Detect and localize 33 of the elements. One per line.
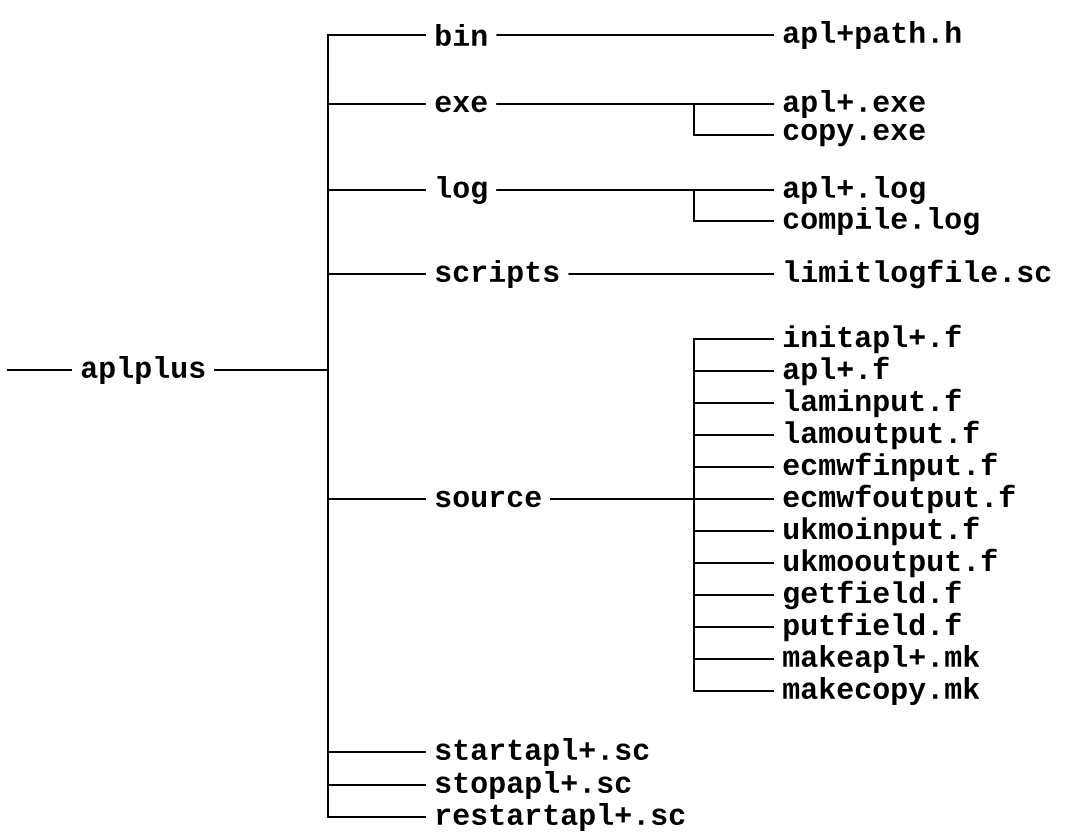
tree-connector <box>549 498 775 692</box>
folder-name: exe <box>435 95 487 113</box>
file-name: initapl+.f <box>783 324 961 354</box>
folder-name: log <box>437 175 487 205</box>
folder-name: bin <box>436 24 487 46</box>
file-name: makeapl+.mk <box>783 645 980 673</box>
file-name: ukmooutput.f <box>784 548 997 578</box>
file-name: ecmwfinput.f <box>783 452 997 482</box>
tree-connector <box>495 34 775 36</box>
tree-connector <box>6 369 73 371</box>
file-name: apl+.f <box>783 356 889 386</box>
file-name: copy.exe <box>783 123 925 147</box>
file-name: putfield.f <box>784 612 961 642</box>
folder-name: source <box>436 490 541 508</box>
file-name: ecmwfoutput.f <box>783 484 1015 514</box>
file-name: makecopy.mk <box>783 677 980 705</box>
tree-connector <box>495 103 775 136</box>
folder-name: aplplus <box>81 356 205 384</box>
file-name: stopapl+.sc <box>436 771 631 799</box>
file-name: apl+path.h <box>783 21 961 49</box>
tree-connector <box>495 189 775 222</box>
folder-name: scripts <box>436 260 559 288</box>
file-name: restartapl+.sc <box>437 803 685 831</box>
file-name: lamoutput.f <box>785 420 979 450</box>
file-name: apl+.exe <box>783 90 925 118</box>
file-name: getfield.f <box>784 580 961 610</box>
file-name: limitlogfile.sc <box>785 259 1051 289</box>
file-name: apl+.log <box>783 175 925 205</box>
file-name: laminput.f <box>785 388 961 418</box>
file-name: compile.log <box>783 206 979 236</box>
tree-connector <box>567 273 775 275</box>
file-name: ukmoinput.f <box>784 516 979 546</box>
file-name: startapl+.sc <box>436 738 649 766</box>
